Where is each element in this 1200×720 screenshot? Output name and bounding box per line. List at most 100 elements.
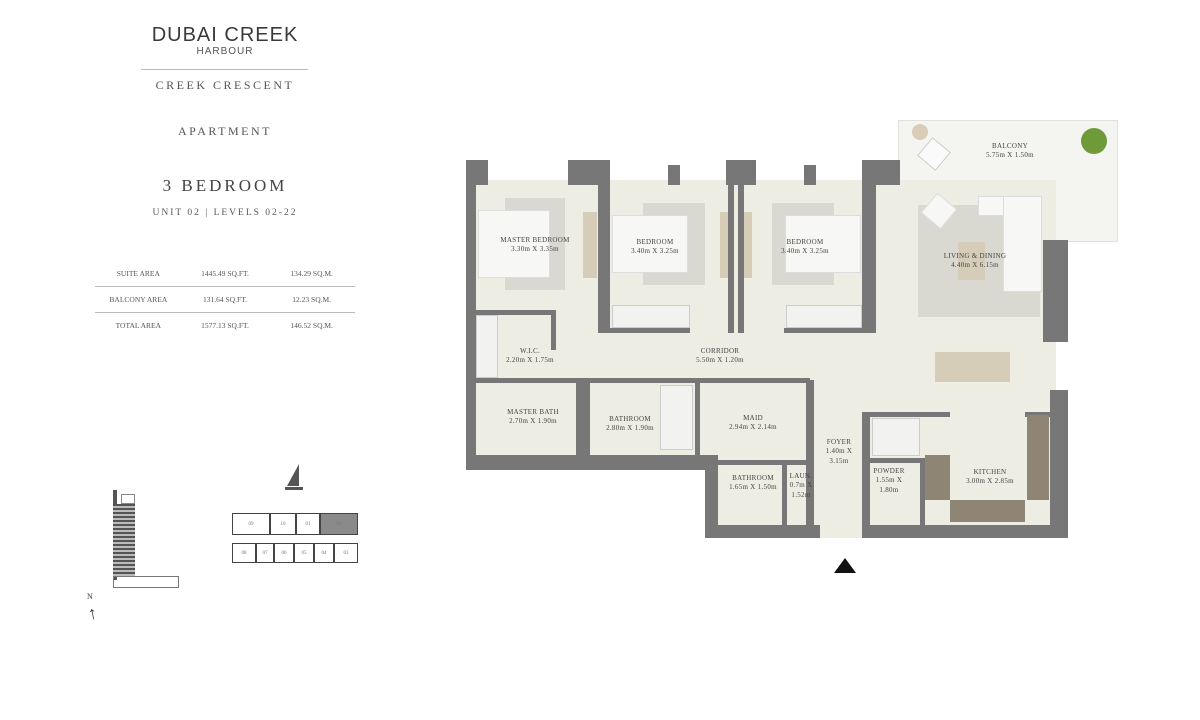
compass-label: N — [87, 592, 93, 601]
room-size: 0.7m X 1.52m — [789, 481, 813, 499]
bathtub-icon — [660, 385, 693, 450]
room-size: 5.50m X 1.20m — [696, 356, 744, 365]
key-plan-unit: 04 — [314, 543, 334, 563]
wall — [668, 165, 680, 185]
area-label: SUITE AREA — [116, 268, 160, 278]
room-name: MAID — [743, 414, 763, 422]
floor-lower — [715, 455, 1068, 538]
key-plan-unit-highlighted: 02 — [320, 513, 358, 535]
wall — [705, 460, 718, 538]
plant-icon — [1081, 128, 1107, 154]
area-sqft: 1445.49 SQ.FT. — [201, 268, 249, 278]
stool-icon — [912, 124, 928, 140]
room-label-laundry: LAUN.0.7m X 1.52m — [786, 472, 816, 500]
property-type: APARTMENT — [177, 124, 272, 138]
tower-elevation-icon — [113, 490, 179, 590]
wall — [726, 160, 756, 185]
divider — [141, 69, 308, 70]
wall — [1025, 412, 1055, 417]
room-size: 3.40m X 3.25m — [631, 247, 679, 256]
room-size: 2.80m X 1.90m — [606, 424, 654, 433]
brand-logo-name: DUBAI CREEK — [151, 24, 299, 46]
key-plan-unit: 03 — [334, 543, 358, 563]
wardrobe-icon — [720, 212, 728, 278]
kitchen-counter — [925, 455, 950, 500]
bed-icon — [478, 210, 550, 278]
unit-levels: UNIT 02 | LEVELS 02-22 — [152, 208, 298, 218]
wall — [806, 380, 814, 535]
room-size: 2.94m X 2.14m — [729, 423, 777, 432]
wall — [862, 525, 1068, 538]
area-label: BALCONY AREA — [109, 294, 168, 304]
area-sqm: 134.29 SQ.M. — [290, 268, 333, 278]
wall — [862, 412, 870, 532]
sailboat-icon — [287, 464, 299, 486]
room-name: POWDER — [873, 467, 905, 475]
dining-table-icon — [935, 352, 1010, 382]
shower-icon — [872, 418, 920, 456]
coffee-table-icon — [958, 242, 985, 280]
key-plan-unit: 09 — [232, 513, 270, 535]
room-name: CORRIDOR — [700, 347, 740, 355]
wall — [576, 380, 590, 460]
key-plan-unit: 07 — [256, 543, 274, 563]
room-size: 3.00m X 2.85m — [966, 477, 1014, 486]
wall — [862, 160, 900, 185]
room-name: W.I.C. — [519, 347, 540, 355]
room-size: 1.65m X 1.50m — [729, 483, 777, 492]
room-name: BATHROOM — [609, 415, 651, 423]
wall — [656, 378, 810, 383]
key-plan-unit: 01 — [296, 513, 320, 535]
entrance-arrow-icon — [834, 558, 856, 573]
wardrobe-icon — [583, 212, 597, 278]
area-row: BALCONY AREA 131.64 SQ.FT. 12.23 SQ.M. — [95, 286, 355, 312]
bedroom-count: 3 BEDROOM — [162, 176, 288, 195]
area-sqm: 12.23 SQ.M. — [292, 294, 332, 304]
divider — [95, 286, 355, 287]
wardrobe-icon — [744, 212, 752, 278]
room-name: MASTER BATH — [507, 408, 559, 416]
bed-icon — [612, 215, 688, 273]
room-size: 5.75m X 1.50m — [986, 151, 1034, 160]
key-plan-unit: 08 — [232, 543, 256, 563]
wall — [695, 380, 700, 460]
area-sqft: 1577.13 SQ.FT. — [201, 320, 249, 330]
wall — [1043, 240, 1068, 342]
wardrobe-icon — [786, 305, 862, 328]
area-sqm: 146.52 SQ.M. — [290, 320, 333, 330]
room-size: 3.30m X 3.35m — [511, 245, 559, 254]
brand-logo-sub: HARBOUR — [196, 46, 254, 57]
wall — [738, 185, 744, 333]
room-size: 2.20m X 1.75m — [506, 356, 554, 365]
wall — [782, 460, 787, 530]
room-name: MASTER BEDROOM — [500, 236, 570, 244]
wardrobe-icon — [612, 305, 690, 328]
key-plan-unit: 10 — [270, 513, 296, 535]
project-name: CREEK CRESCENT — [155, 78, 295, 92]
wall — [610, 328, 690, 333]
wall — [568, 160, 610, 185]
bed-icon — [785, 215, 861, 273]
area-sqft: 131.64 SQ.FT. — [202, 294, 248, 304]
room-name: BEDROOM — [786, 238, 824, 246]
wall — [866, 458, 926, 463]
room-size: 3.40m X 3.25m — [781, 247, 829, 256]
sailboat-hull — [285, 487, 303, 490]
key-plan: 09 10 01 02 08 07 06 05 04 03 — [232, 513, 360, 568]
wall — [598, 185, 610, 333]
wall — [476, 310, 556, 315]
room-name: BALCONY — [992, 142, 1028, 150]
